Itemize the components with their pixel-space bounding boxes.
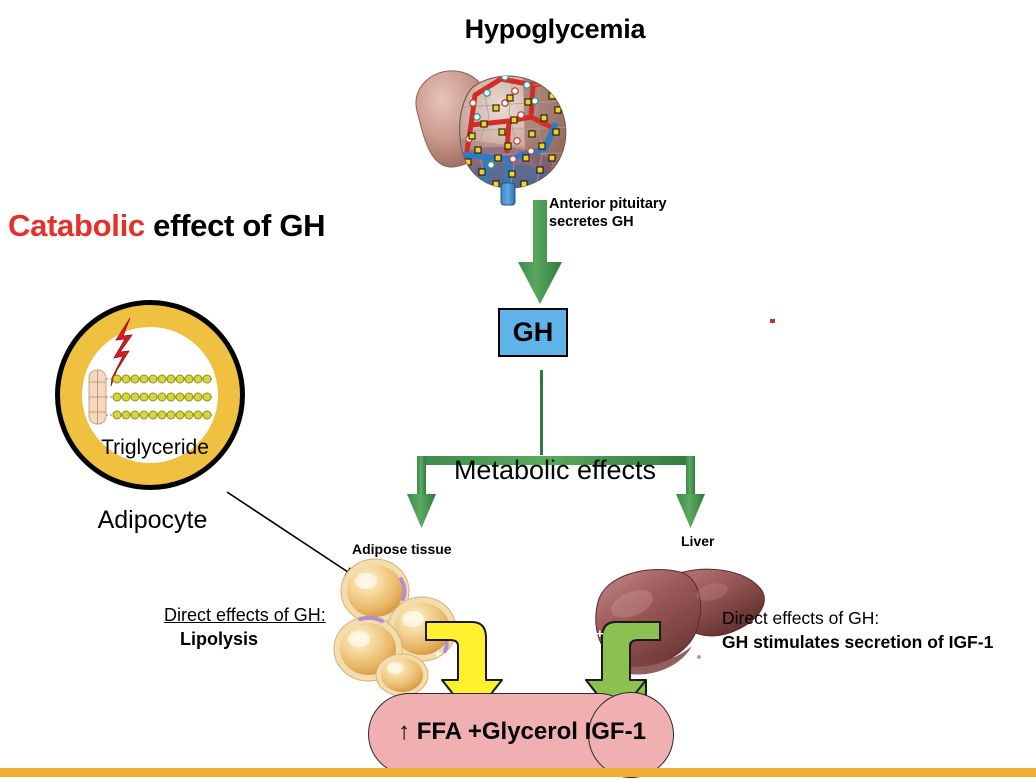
igf1-callout-body: GH stimulates secretion of IGF-1	[722, 632, 994, 653]
gh-stem-connector	[540, 370, 543, 455]
page-title-red-word: Catabolic	[8, 208, 145, 243]
triglyceride-molecule-icon	[88, 366, 216, 428]
gh-hormone-box: GH	[498, 308, 568, 357]
outcome-text: ↑ FFA +Glycerol IGF-1	[372, 718, 672, 746]
lightning-bolt-icon	[108, 317, 142, 387]
up-arrow-icon: ↑	[398, 718, 411, 745]
bottom-accent-bar	[0, 768, 1036, 777]
igf1-callout: Direct effects of GH: GH stimulates secr…	[722, 606, 993, 654]
plus-sign-liver: +	[596, 626, 604, 641]
lipolysis-callout-body: Lipolysis	[180, 629, 259, 650]
lipolysis-callout: Direct effects of GH: Lipolysis	[164, 603, 326, 652]
triglyceride-label: Triglyceride	[101, 436, 209, 459]
small-dot-artifact	[697, 655, 701, 659]
metabolic-effects-bracket	[395, 448, 715, 536]
hypoglycemia-title: Hypoglycemia	[464, 14, 646, 44]
pituitary-gland-illustration	[405, 55, 605, 210]
adipocyte-label: Adipocyte	[97, 506, 208, 534]
arrow-pituitary-to-gh	[500, 200, 580, 312]
liver-label: Liver	[681, 533, 715, 549]
page-title: Catabolic effect of GH	[8, 208, 326, 244]
outcome-pink-circle	[588, 692, 674, 778]
page-title-rest: effect of GH	[144, 208, 326, 243]
adipose-tissue-label: Adipose tissue	[352, 541, 452, 557]
plus-sign-adipose: +	[434, 646, 442, 661]
red-mark-artifact	[770, 319, 775, 323]
metabolic-effects-label: Metabolic effects	[453, 455, 657, 485]
lipolysis-callout-heading: Direct effects of GH:	[164, 605, 326, 625]
igf1-callout-heading: Direct effects of GH:	[722, 608, 880, 628]
adipose-tissue-cells-illustration	[330, 557, 475, 697]
gh-box-label: GH	[512, 317, 554, 347]
outcome-text-label: FFA +Glycerol IGF-1	[410, 718, 646, 745]
anterior-pituitary-label: Anterior pituitary secretes GH	[549, 196, 667, 230]
arrow-adipocyte-to-adipose	[225, 490, 375, 590]
